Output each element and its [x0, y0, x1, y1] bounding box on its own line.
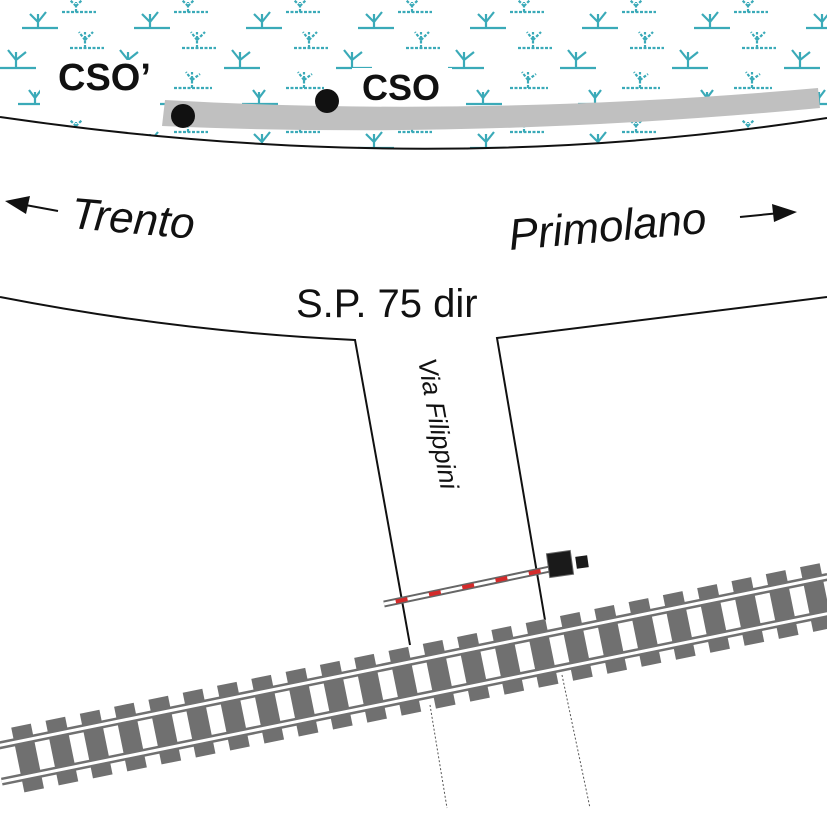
- level-crossing-barrier: [383, 549, 589, 608]
- cso-prime-point: [171, 104, 195, 128]
- arrow-right-icon: [739, 204, 797, 222]
- arrow-left-icon: [5, 196, 59, 214]
- primolano-label: Primolano: [507, 194, 709, 260]
- dotted-line: [429, 704, 448, 809]
- cso-prime-label: CSO’: [58, 57, 151, 99]
- trento-label: Trento: [69, 189, 197, 249]
- cso-label: CSO: [362, 67, 440, 108]
- sewer-bank: [162, 88, 820, 131]
- road-main-label: S.P. 75 dir: [296, 282, 478, 326]
- dotted-line: [561, 674, 591, 809]
- railway-track: [0, 563, 827, 793]
- road-edge-left: [0, 296, 411, 646]
- road-edge-right: [495, 296, 827, 621]
- riverbank-line: [0, 116, 827, 150]
- cso-point: [315, 89, 339, 113]
- road-side-label: Via Filippini: [412, 356, 465, 493]
